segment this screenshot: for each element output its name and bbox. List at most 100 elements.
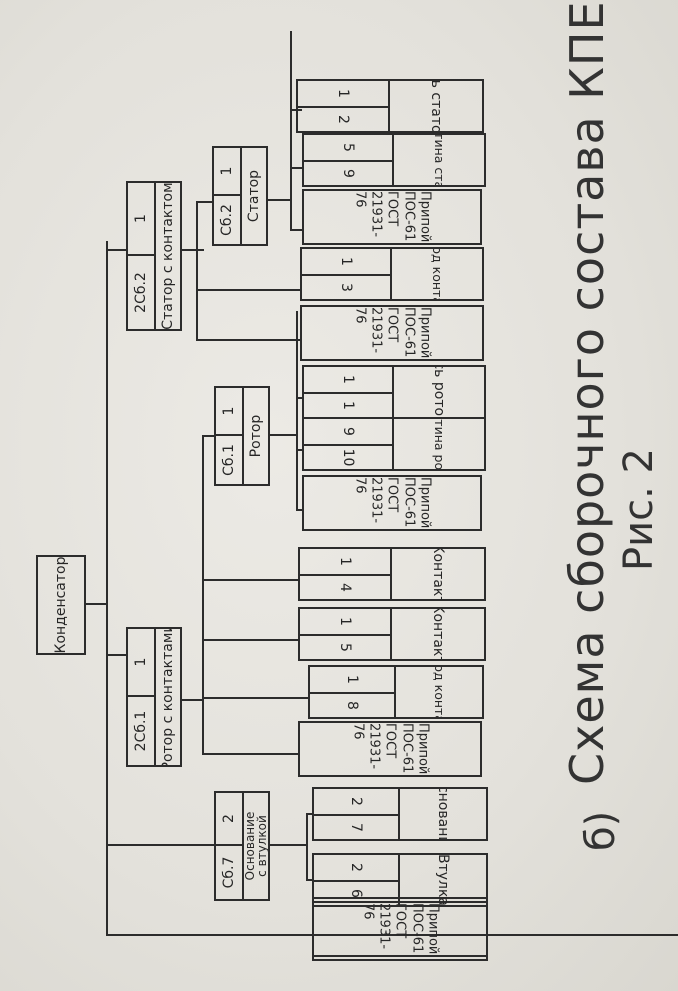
sb2-bus — [290, 31, 292, 231]
sb7-drop — [270, 844, 308, 846]
part-plastina-statora: Пластина статора 5 9 — [302, 133, 486, 187]
part-name: Контакт — [430, 549, 447, 599]
assembly-name: Основание с втулкой — [242, 793, 268, 899]
assembly-code: 2Сб.1 — [132, 710, 149, 752]
root-label: Конденсатор — [53, 556, 69, 654]
part-name-line2: ГОСТ 21931-76 — [352, 477, 401, 524]
part-number: 1 — [304, 392, 394, 417]
part-name: Контакт — [430, 609, 447, 659]
part-name-line1: Припой ПОС-61 — [409, 903, 441, 955]
bus-drop-sb7 — [106, 844, 214, 846]
part-number: 6 — [314, 880, 400, 905]
bus-drop-2sb2 — [106, 249, 126, 251]
sb7-bus — [306, 813, 308, 881]
assembly-code: 2Сб.2 — [132, 272, 149, 313]
assembly-2sb2: 2Сб.2 1 Статор с контактом — [126, 181, 182, 331]
part-solder-2: Припой ПОС-61 ГОСТ 21931-76 — [298, 721, 482, 777]
2sb1-drop — [180, 699, 204, 701]
assembly-name-line2: с втулкой — [255, 815, 268, 877]
sb1-drop — [270, 434, 298, 436]
caption-prefix: б) — [578, 810, 624, 851]
caption-title: Схема сборочного состава КПЕ — [560, 0, 614, 785]
assembly-qty: 1 — [214, 148, 240, 196]
part-name-line1: Припой ПОС-61 — [401, 477, 433, 529]
part-qty: 1 — [300, 609, 392, 634]
part-os-rotora: Ось ротора 1 1 — [302, 365, 486, 419]
part-name: Пластина ротора — [394, 419, 484, 469]
part-qty: 1 — [298, 81, 390, 106]
assembly-qty: 1 — [216, 388, 242, 436]
2sb1-drop-kontakt2 — [202, 579, 298, 581]
part-solder-1: Припой ПОС-61 ГОСТ 21931-76 — [312, 901, 488, 957]
root-box: Конденсатор — [36, 555, 86, 655]
part-name-line2: ГОСТ 21931-76 — [352, 307, 401, 354]
2sb1-drop-vyvod1 — [202, 697, 308, 699]
part-name: Пластина статора — [394, 135, 484, 185]
part-plastina-rotora: Пластина ротора 9 10 — [302, 417, 486, 471]
part-name-line1: Припой ПОС-61 — [401, 307, 433, 359]
assembly-qty: 2 — [216, 793, 242, 846]
part-number: 7 — [314, 814, 400, 839]
sb2-drop — [268, 199, 292, 201]
2sb1-drop-sb1 — [202, 435, 214, 437]
assembly-name: Статор — [240, 148, 266, 244]
assembly-sb2: Сб.2 1 Статор — [212, 146, 268, 246]
part-os-statora: Ось статора 1 2 — [296, 79, 484, 133]
part-name: Вывод контакта — [392, 249, 482, 299]
bus-drop-2sb1 — [106, 654, 126, 656]
assembly-name: Статор с контактом — [154, 183, 180, 329]
part-number: 5 — [300, 634, 392, 659]
assembly-name: Ротор с контактами — [154, 629, 180, 765]
assembly-code: Сб.2 — [218, 204, 235, 236]
sb2-drop-solder5 — [290, 229, 302, 231]
part-name-line2: ГОСТ 21931-76 — [360, 903, 409, 950]
part-qty: 9 — [304, 419, 394, 444]
part-name-line2: ГОСТ 21931-76 — [350, 723, 399, 770]
part-name-line1: Припой ПОС-61 — [399, 723, 431, 775]
2sb2-drop — [180, 249, 204, 251]
2sb2-bus — [196, 201, 198, 341]
main-bus — [106, 241, 108, 936]
part-name: Ось статора — [428, 81, 445, 131]
part-solder-3: Припой ПОС-61 ГОСТ 21931-76 — [302, 475, 482, 531]
part-number: 2 — [298, 106, 390, 131]
part-number: 4 — [300, 574, 392, 599]
2sb2-drop-solder4 — [196, 339, 300, 341]
assembly-code: Сб.7 — [220, 856, 237, 889]
part-qty: 2 — [314, 789, 400, 814]
assembly-name: Ротор — [242, 388, 268, 484]
part-number: 10 — [304, 444, 394, 469]
caption-figure: Рис. 2 — [616, 448, 662, 571]
2sb1-bus — [202, 435, 204, 755]
part-name: Вывод контакта — [396, 667, 482, 717]
part-kontakt-2: Контакт 1 4 — [298, 547, 486, 601]
2sb2-drop-vyvod2 — [196, 289, 300, 291]
part-qty: 2 — [314, 855, 400, 880]
assembly-2sb1: 2Сб.1 1 Ротор с контактами — [126, 627, 182, 767]
assembly-sb7: Сб.7 2 Основание с втулкой — [214, 791, 270, 901]
part-name-line1: Припой ПОС-61 — [401, 191, 433, 243]
root-connector — [86, 603, 106, 605]
part-qty: 1 — [302, 249, 392, 274]
part-number: 9 — [304, 160, 394, 185]
part-solder-5: Припой ПОС-61 ГОСТ 21931-76 — [302, 189, 482, 245]
part-name: Втулка — [435, 855, 452, 905]
part-osnovanie: Основание 2 7 — [312, 787, 488, 841]
part-vtulka: Втулка 2 6 — [312, 853, 488, 907]
part-name-line2: ГОСТ 21931-76 — [352, 191, 401, 238]
sb2-drop-plastina — [290, 167, 302, 169]
part-qty: 1 — [304, 367, 394, 392]
2sb1-drop-solder2 — [202, 753, 298, 755]
assembly-qty: 1 — [128, 183, 154, 256]
part-vyvod-kontakta-1: Вывод контакта 1 8 — [308, 665, 484, 719]
part-name: Основание — [435, 789, 452, 839]
assembly-qty: 1 — [128, 629, 154, 697]
part-kontakt-1: Контакт 1 5 — [298, 607, 486, 661]
part-name: Ось ротора — [431, 367, 448, 417]
part-qty: 1 — [300, 549, 392, 574]
part-vyvod-kontakta-2: Вывод контакта 1 3 — [300, 247, 484, 301]
assembly-code: Сб.1 — [220, 444, 237, 476]
part-solder-4: Припой ПОС-61 ГОСТ 21931-76 — [300, 305, 484, 361]
2sb1-drop-kontakt1 — [202, 639, 298, 641]
